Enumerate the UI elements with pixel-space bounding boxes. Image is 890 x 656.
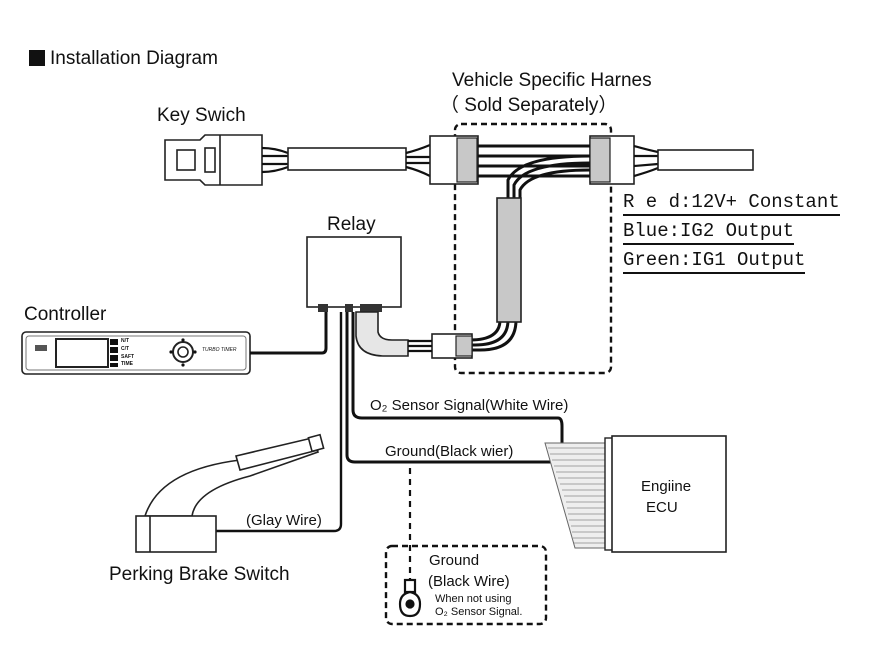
ground-box-note2: O₂ Sensor Signal. xyxy=(435,606,523,618)
key-switch-wires xyxy=(261,146,289,174)
key-switch-label: Key Swich xyxy=(157,105,246,126)
title-bullet xyxy=(29,50,45,66)
wire-color-green: Green:IG1 Output xyxy=(623,251,806,274)
o2-signal-wire xyxy=(351,312,564,446)
controller-key-label-1: N/T xyxy=(121,338,130,344)
harness-right-sleeve xyxy=(657,149,754,171)
ground-box-line1: Ground xyxy=(429,552,480,569)
harness-title: Vehicle Specific Harnes xyxy=(452,70,652,91)
harness-dashed-box xyxy=(453,122,613,375)
controller-unit xyxy=(21,331,251,375)
controller-brand: TURBO TIMER xyxy=(202,347,237,353)
wire-color-blue: Blue:IG2 Output xyxy=(623,222,795,245)
ecu-connector-fan xyxy=(544,442,611,549)
controller-key-label-2: C/T xyxy=(121,346,130,352)
controller-key-label-4: TIME xyxy=(121,361,133,367)
ground-box-line2: (Black Wire) xyxy=(428,573,510,590)
ecu-label-line1: Engiine xyxy=(641,478,692,495)
glay-wire xyxy=(216,312,343,533)
o2-signal-label: O₂ Sensor Signal(White Wire) xyxy=(370,397,569,414)
ground-terminal-icon xyxy=(398,578,422,618)
relay-label: Relay xyxy=(327,214,376,235)
ground-box-note1: When not using xyxy=(435,593,512,605)
key-switch-icon xyxy=(164,134,263,186)
parking-brake-icon xyxy=(135,433,325,553)
controller-cable xyxy=(250,312,328,355)
ecu-box xyxy=(611,435,727,553)
key-switch-sleeve xyxy=(287,147,407,171)
relay-box xyxy=(306,236,402,308)
glay-wire-label: (Glay Wire) xyxy=(246,512,322,529)
harness-note: （ Sold Separately） xyxy=(440,95,618,116)
controller-key-label-3: SAFT xyxy=(121,354,135,360)
harness-vertical-sleeve xyxy=(496,197,522,323)
perking-brake-label: Perking Brake Switch xyxy=(109,564,290,585)
wire-color-red: R e d:12V+ Constant xyxy=(623,193,840,216)
ground-black-label: Ground(Black wier) xyxy=(385,443,514,460)
relay-plug xyxy=(355,311,409,357)
ground-box xyxy=(384,544,548,626)
diagram-title: Installation Diagram xyxy=(50,48,218,69)
ecu-label-line2: ECU xyxy=(646,499,678,516)
controller-label: Controller xyxy=(24,304,107,325)
